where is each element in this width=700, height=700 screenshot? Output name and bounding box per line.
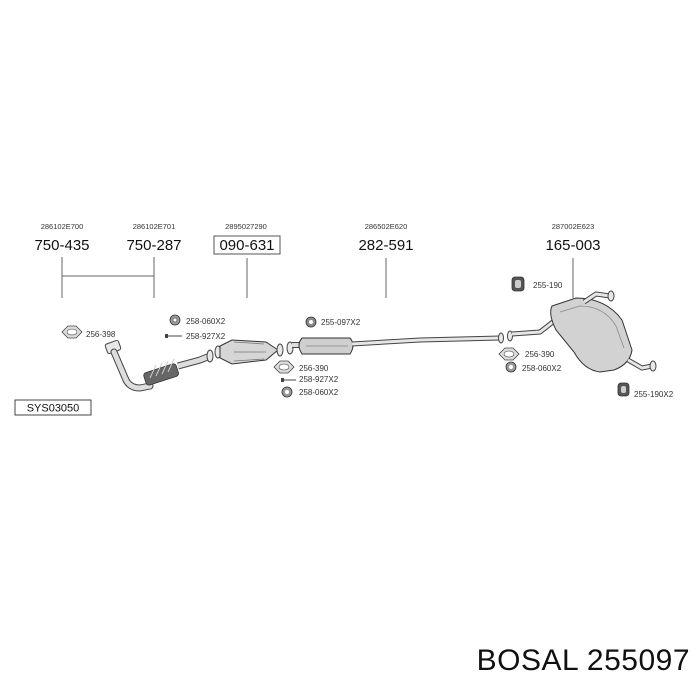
brand-footer: BOSAL 255097 <box>477 644 690 678</box>
fitting-label-1: 256-398 <box>86 330 116 339</box>
rubber-mount-icon <box>617 382 630 397</box>
clamp-icon <box>305 316 317 328</box>
oem-number-4: 286502E620 <box>365 222 408 231</box>
oem-number-5: 287002E623 <box>552 222 595 231</box>
part-number-4: 282-591 <box>358 237 413 254</box>
part-number-5: 165-003 <box>545 237 600 254</box>
oem-number-1: 286102E700 <box>41 222 84 231</box>
part-number-2: 750-287 <box>126 237 181 254</box>
flex-pipe <box>143 349 214 386</box>
gasket-icon <box>498 347 520 361</box>
gasket-icon <box>273 360 295 374</box>
part-number-1: 750-435 <box>34 237 89 254</box>
part-number-3-box <box>213 235 281 255</box>
brand-name: BOSAL <box>476 644 579 677</box>
fitting-label-2: 258-060X2 <box>186 317 226 326</box>
part-number-3: 090-631 <box>219 237 274 254</box>
front-pipe <box>104 339 154 392</box>
product-number: 255097 <box>586 644 690 677</box>
nut-icon <box>169 314 181 326</box>
bolt-icon <box>165 334 182 338</box>
fitting-label-5: 256-390 <box>299 364 329 373</box>
fitting-label-9: 256-390 <box>525 350 555 359</box>
system-code-box <box>14 399 92 416</box>
system-code: SYS03050 <box>27 403 80 415</box>
oem-number-3: 2895027290 <box>225 222 267 231</box>
catalytic-converter <box>214 339 284 365</box>
fitting-label-8: 255-190 <box>533 281 563 290</box>
gasket-icon <box>61 325 83 339</box>
bolt-icon <box>281 378 296 382</box>
nut-icon <box>505 361 517 373</box>
fitting-label-10: 258-060X2 <box>522 364 562 373</box>
rear-silencer <box>507 290 657 373</box>
middle-silencer <box>286 332 504 355</box>
rubber-mount-icon <box>511 276 525 292</box>
fitting-label-4: 255-097X2 <box>321 318 361 327</box>
nut-icon <box>281 386 293 398</box>
fitting-label-7: 258-060X2 <box>299 388 339 397</box>
oem-number-2: 286102E701 <box>133 222 176 231</box>
fitting-label-11: 255-190X2 <box>634 390 674 399</box>
leader-lines <box>61 257 574 298</box>
fitting-label-6: 258-927X2 <box>299 375 339 384</box>
fitting-label-3: 258-927X2 <box>186 332 226 341</box>
